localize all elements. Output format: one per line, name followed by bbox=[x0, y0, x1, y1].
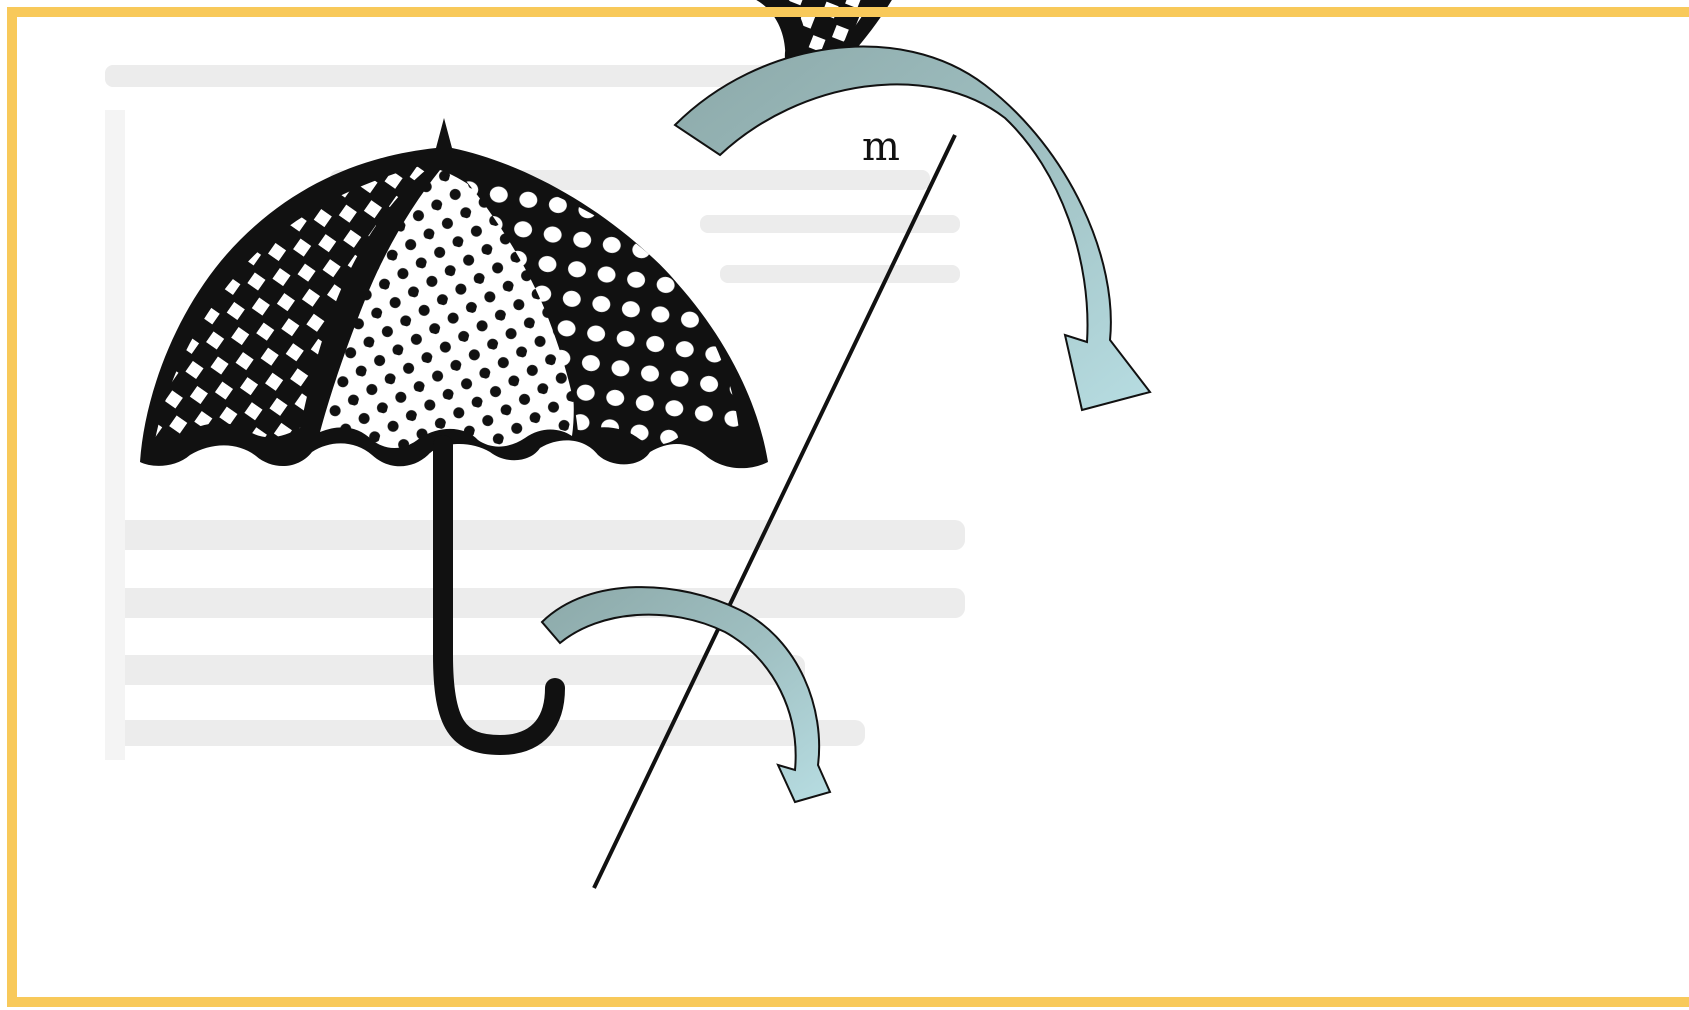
slide-frame bbox=[12, 12, 1689, 1002]
umbrella-original bbox=[140, 118, 768, 745]
symmetry-line bbox=[594, 135, 955, 888]
line-label-m: m bbox=[862, 124, 900, 170]
